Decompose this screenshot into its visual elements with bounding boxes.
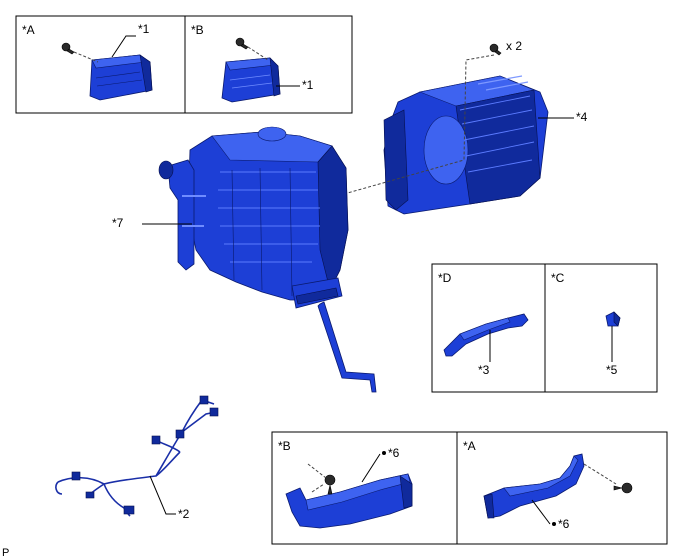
figure-code: P bbox=[2, 547, 9, 559]
duct-b bbox=[285, 473, 413, 529]
callout-1-b: *1 bbox=[302, 78, 314, 92]
callout-5: *5 bbox=[606, 363, 618, 377]
callout-3: *3 bbox=[478, 363, 490, 377]
duct-a bbox=[483, 453, 585, 519]
box-label-b: *B bbox=[191, 23, 204, 37]
screw-icon bbox=[613, 482, 633, 494]
callout-6-b: *6 bbox=[388, 446, 400, 460]
bullet-icon bbox=[382, 451, 386, 455]
wire-harness bbox=[55, 395, 219, 517]
screw-icon bbox=[61, 42, 75, 55]
box-label-d: *D bbox=[438, 271, 452, 285]
box-label-a: *A bbox=[22, 23, 35, 37]
quantity-label: x 2 bbox=[506, 39, 522, 53]
air-duct-part bbox=[443, 313, 529, 357]
control-module-b bbox=[221, 57, 281, 103]
box-label-c: *C bbox=[551, 271, 565, 285]
callout-2: *2 bbox=[178, 507, 190, 521]
screw-icon bbox=[324, 474, 336, 495]
callout-1-a: *1 bbox=[138, 22, 150, 36]
panel-middle-right: *D *C *3 *5 bbox=[431, 263, 658, 393]
blower-unit bbox=[383, 75, 549, 215]
callout-4: *4 bbox=[576, 110, 588, 124]
box-label-b-bottom: *B bbox=[278, 439, 291, 453]
clip-part bbox=[605, 311, 621, 327]
callout-6-a: *6 bbox=[558, 517, 570, 531]
box-label-a-bottom: *A bbox=[463, 439, 476, 453]
callout-7: *7 bbox=[112, 216, 124, 230]
screw-icon bbox=[235, 37, 249, 50]
panel-bottom: *B *A *6 *6 bbox=[271, 431, 668, 545]
panel-top-left: *A *B *1 *1 bbox=[15, 15, 353, 114]
screw-icon bbox=[489, 43, 502, 56]
control-module-a bbox=[89, 54, 153, 101]
air-conditioner-unit bbox=[158, 126, 377, 393]
bullet-icon bbox=[552, 522, 556, 526]
